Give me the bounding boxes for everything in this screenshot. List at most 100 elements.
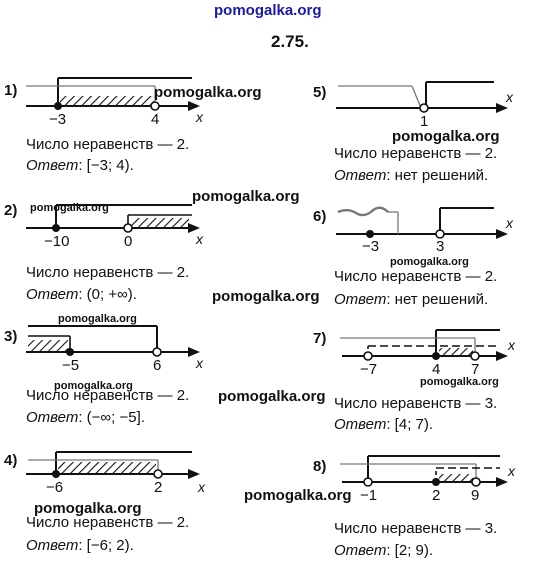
watermark: pomogalka.org [244,487,352,504]
answer-word: Ответ [334,167,387,184]
number-line-2: x −10 0 [26,204,204,250]
closed-point [366,230,374,238]
watermark: pomogalka.org [54,380,133,392]
tick-label: 2 [154,479,162,496]
watermark: pomogalka.org [420,376,499,388]
answer-6: Ответ: нет решений. [334,291,488,308]
open-point [150,101,160,111]
inequality-count-3: Число неравенств — 2. [26,387,190,404]
answer-word: Ответ [26,286,79,303]
inequality-count-2: Число неравенств — 2. [26,264,190,281]
tick-label: 7 [471,361,479,378]
answer-8: Ответ: [2; 9). [334,542,433,559]
closed-point [54,102,62,110]
number-line-5: x 1 [336,81,514,130]
answer-value: : (−∞; −5]. [78,409,145,426]
open-point [363,351,373,361]
tick-label: 0 [124,233,132,250]
open-point [363,477,373,487]
solution-hatch [58,462,156,474]
answer-value: : [−6; 2). [78,537,134,554]
inequality-count-6: Число неравенств — 2. [334,268,498,285]
watermark: pomogalka.org [392,128,500,145]
tick-label: 1 [420,113,428,130]
site-header[interactable]: pomogalka.org [214,2,322,19]
problem-label-2: 2) [4,202,18,219]
solution-hatch [131,218,189,228]
tick-label: −3 [49,111,66,128]
watermark: pomogalka.org [218,388,326,405]
open-point [471,477,481,487]
tick-label: −7 [360,361,377,378]
axis-label-x: x [507,337,516,353]
tick-label: 4 [432,361,440,378]
answer-word: Ответ [334,291,387,308]
inequality-count-5: Число неравенств — 2. [334,145,498,162]
answer-word: Ответ [26,157,79,174]
watermark: pomogalka.org [58,313,137,325]
open-point [123,223,133,233]
exercise-number: 2.75. [271,32,309,51]
tick-label: 2 [432,487,440,504]
answer-3: Ответ: (−∞; −5]. [26,409,145,426]
tick-label: −10 [44,233,69,250]
open-point [153,469,163,479]
axis-label-x: x [507,463,516,479]
axis-label-x: x [195,355,204,371]
problem-label-7: 7) [313,330,327,347]
answer-word: Ответ [26,537,79,554]
number-line-7: x −7 4 7 [340,329,516,378]
tick-label: 3 [436,238,444,255]
problem-label-8: 8) [313,458,327,475]
open-point [152,347,162,357]
solution-hatch [28,340,68,352]
inequality-count-1: Число неравенств — 2. [26,136,190,153]
axis-label-x: x [197,479,206,495]
tick-label: 6 [153,357,161,374]
answer-word: Ответ [26,409,79,426]
number-line-4: x −6 2 [26,451,206,496]
closed-point [66,348,74,356]
problem-label-4: 4) [4,452,18,469]
inequality-count-7: Число неравенств — 3. [334,395,498,412]
watermark: pomogalka.org [30,202,109,214]
tick-label: 4 [151,111,159,128]
inequality-count-4: Число неравенств — 2. [26,514,190,531]
inequality-count-8: Число неравенств — 3. [334,520,498,537]
watermark: pomogalka.org [34,500,142,517]
axis-label-x: x [505,89,514,105]
answer-4: Ответ: [−6; 2). [26,537,134,554]
watermark: pomogalka.org [390,256,469,268]
tick-label: 9 [471,487,479,504]
problem-label-5: 5) [313,84,327,101]
number-line-8: x −1 2 9 [340,455,516,504]
tick-label: −1 [360,487,377,504]
axis-label-x: x [195,109,204,125]
solution-hatch [439,474,473,482]
open-point [419,103,429,113]
answer-value: : [4; 7). [386,416,434,433]
watermark: pomogalka.org [192,188,300,205]
watermark: pomogalka.org [212,288,320,305]
answer-2: Ответ: (0; +∞). [26,286,137,303]
closed-point [52,224,60,232]
number-line-6: x −3 3 [336,206,514,255]
answer-word: Ответ [334,416,387,433]
watermark: pomogalka.org [154,84,262,101]
answer-value: : нет решений. [386,167,489,184]
open-point [435,229,445,239]
answer-value: : (0; +∞). [78,286,137,303]
tick-label: −3 [362,238,379,255]
open-point [470,351,480,361]
solution-hatch [60,96,154,106]
number-line-3: x −5 6 [26,325,204,374]
axis-label-x: x [195,231,204,247]
closed-point [432,478,440,486]
number-line-1: x −3 4 [26,77,204,128]
problem-label-1: 1) [4,82,18,99]
answer-word: Ответ [334,542,387,559]
answer-1: Ответ: [−3; 4). [26,157,134,174]
axis-label-x: x [505,215,514,231]
problem-label-3: 3) [4,328,18,345]
